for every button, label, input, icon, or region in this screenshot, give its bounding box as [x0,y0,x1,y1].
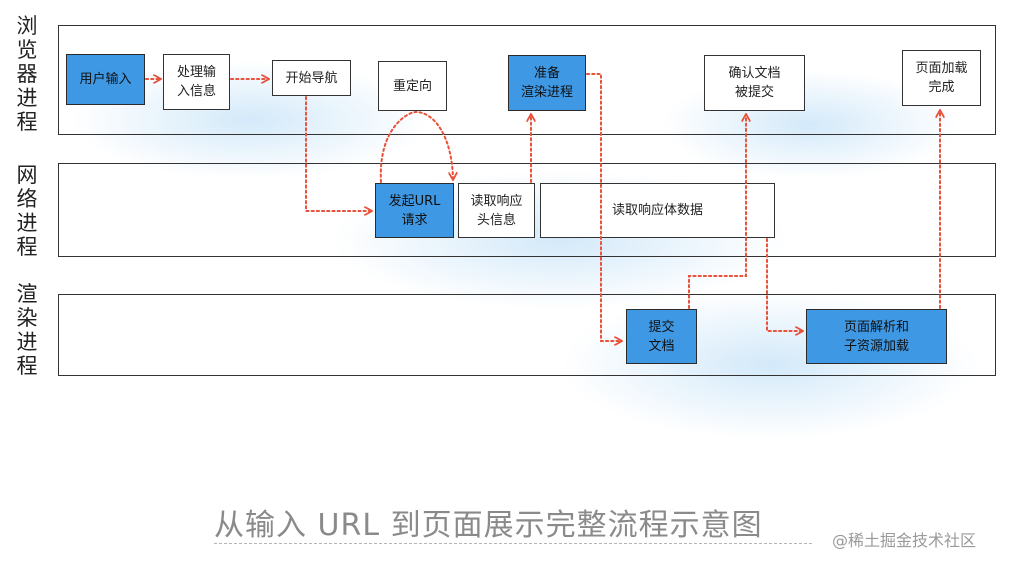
node-url-request: 发起URL 请求 [375,183,454,238]
node-prepare-renderer: 准备 渲染进程 [508,55,586,111]
node-confirm-document: 确认文档 被提交 [704,55,805,111]
figure-caption: 从输入 URL 到页面展示完整流程示意图 [214,508,763,543]
lane-label-browser: 浏览器进程 [16,14,38,134]
lane-renderer [58,294,996,376]
node-process-input: 处理输 入信息 [163,54,230,110]
lane-network [58,163,996,257]
caption-underline [214,543,812,544]
node-page-loaded: 页面加载 完成 [902,50,981,106]
node-parse-and-load: 页面解析和 子资源加载 [806,309,947,364]
lane-label-renderer: 渲染进程 [16,282,38,378]
node-read-headers: 读取响应 头信息 [458,183,535,238]
node-redirect: 重定向 [378,61,447,111]
lane-browser [58,25,996,135]
lane-label-network: 网络进程 [16,163,38,259]
node-commit-document: 提交 文档 [626,309,697,364]
watermark: @稀土掘金技术社区 [832,531,977,550]
node-start-navigation: 开始导航 [272,60,351,96]
node-read-body: 读取响应体数据 [540,183,775,238]
node-user-input: 用户输入 [66,54,145,105]
